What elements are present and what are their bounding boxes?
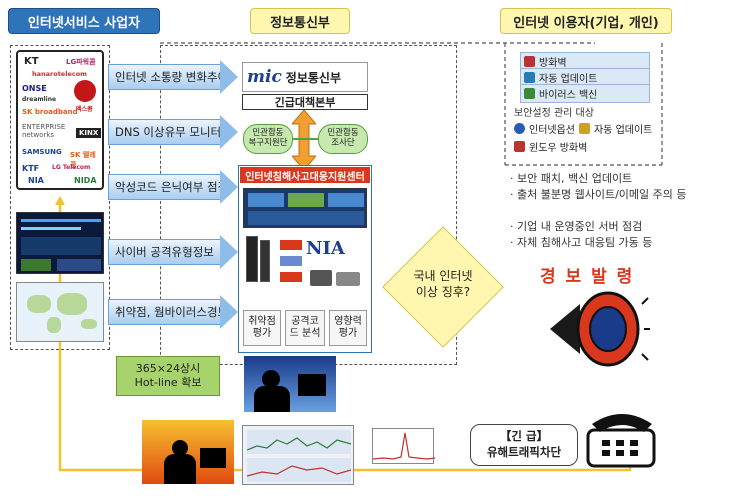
item-auto-update-label: 자동 업데이트 xyxy=(539,74,598,85)
server-icon-2 xyxy=(260,240,270,282)
vaccine-icon xyxy=(524,88,535,99)
arrow-cyber-attack-info: 사이버 공격유형정보 xyxy=(108,235,238,269)
arrow-vulnerability-alert-label: 취약점, 웜바이러스경보 xyxy=(108,299,228,325)
logo-sk-broadband: SK broadband xyxy=(22,108,78,116)
flow-box-1 xyxy=(280,240,302,250)
arrow-traffic-trend-label: 인터넷 소통량 변화추이 xyxy=(108,64,228,90)
firewall-icon xyxy=(524,56,535,67)
note-website-caution: · 출처 불분명 웹사이트/이메일 주의 등 xyxy=(510,188,687,201)
item-vaccine: 바이러스 백신 xyxy=(520,84,650,103)
emergency-traffic-block: 【긴 급】 유해트래픽차단 xyxy=(470,424,578,466)
note-patch: · 보안 패치, 백신 업데이트 xyxy=(510,172,633,185)
logo-lg-telecom: LG Telecom xyxy=(52,164,91,171)
xcom-logo-icon xyxy=(74,80,96,102)
logo-lg-powercom: LG파워콤 xyxy=(66,58,96,66)
logo-onse: ONSE xyxy=(22,84,47,93)
arrow-vulnerability-alert: 취약점, 웜바이러스경보 xyxy=(108,295,238,329)
impact-assessment-button[interactable]: 영향력 평가 xyxy=(329,310,367,346)
logo-hanarotelecom: hanarotelecom xyxy=(32,70,87,78)
monitoring-screen-image xyxy=(16,212,104,274)
fax-phone-icon xyxy=(586,414,656,468)
windows-firewall-label: 윈도우 방화벽 xyxy=(529,143,588,154)
logo-samsung: SAMSUNG xyxy=(22,148,62,156)
megaphone-icon xyxy=(550,291,650,367)
investigation-team: 민관합동 조사단 xyxy=(318,124,368,154)
operator-silhouette-image xyxy=(244,356,336,412)
server-icon xyxy=(246,236,258,282)
arrow-traffic-trend: 인터넷 소통량 변화추이 xyxy=(108,60,238,94)
mic-logo-text: mic xyxy=(247,67,282,87)
logo-nia: NIA xyxy=(28,176,44,185)
internet-options-icon xyxy=(514,123,525,134)
arrow-cyber-attack-info-label: 사이버 공격유형정보 xyxy=(108,239,220,265)
windows-update-label: 자동 업데이트 xyxy=(594,125,653,136)
vulnerability-assessment-button[interactable]: 취약점 평가 xyxy=(243,310,281,346)
sunset-operator-image xyxy=(142,420,234,484)
mic-logo: mic 정보통신부 xyxy=(242,62,368,92)
world-map-image xyxy=(16,282,104,342)
attack-code-analysis-button[interactable]: 공격코 드 분석 xyxy=(285,310,325,346)
logo-kinx: KINX xyxy=(76,128,102,138)
spike-graph-image xyxy=(372,428,436,464)
logo-sk-telecom: SK 텔레콤 xyxy=(70,151,96,169)
logo-enterprise-networks: ENTERPRISE networks xyxy=(22,123,66,139)
anomaly-decision-diamond: 국내 인터넷 이상 징후? xyxy=(382,226,504,348)
logo-nida: NIDA xyxy=(74,176,97,185)
anomaly-question: 국내 인터넷 이상 징후? xyxy=(413,269,473,300)
center-title: 인터넷침해사고대응지원센터 xyxy=(240,167,370,183)
isp-logo-card: KT LG파워콤 hanarotelecom ONSE dreamline 엑스… xyxy=(16,50,104,190)
logo-dreamline: dreamline xyxy=(22,96,57,103)
arrow-dns-monitoring-label: DNS 이상유무 모니터링 xyxy=(108,119,232,145)
pc-icon xyxy=(310,270,332,286)
windows-update-icon xyxy=(579,123,590,134)
hotline-box: 365×24상시 Hot-line 확보 xyxy=(116,356,220,396)
item-firewall-label: 방화벽 xyxy=(539,58,567,69)
security-setting-subtitle: 보안설정 관리 대상 xyxy=(514,108,594,119)
users-header: 인터넷 이용자(기업, 개인) xyxy=(500,8,672,34)
traffic-graph-image xyxy=(242,425,354,485)
center-screenshot xyxy=(243,188,367,228)
recovery-support-team: 민관합동 복구지원단 xyxy=(243,124,293,154)
ministry-header: 정보통신부 xyxy=(250,8,350,34)
arrow-malware-check-label: 악성코드 은닉여부 점검 xyxy=(108,174,228,200)
flow-box-3 xyxy=(280,272,302,282)
item-windows-firewall: 윈도우 방화벽 xyxy=(514,139,587,154)
logo-ktf: KTF xyxy=(22,164,40,173)
note-server-check: · 기업 내 운영중인 서버 점검 xyxy=(510,220,643,233)
update-icon xyxy=(524,72,535,83)
flow-box-2 xyxy=(280,256,302,266)
alarm-text: 경 보 발 령 xyxy=(540,267,635,287)
item-vaccine-label: 바이러스 백신 xyxy=(539,90,598,101)
internet-options-label: 인터넷옵션 xyxy=(529,125,575,136)
double-arrow-icon xyxy=(292,110,316,170)
mic-name: 정보통신부 xyxy=(285,70,341,85)
note-response-team: · 자체 침해사고 대응팀 가동 등 xyxy=(510,236,653,249)
windows-firewall-icon xyxy=(514,141,525,152)
provider-header: 인터넷서비스 사업자 xyxy=(8,8,160,34)
device-icon xyxy=(336,272,360,286)
logo-xcom: 엑스콤 xyxy=(76,106,93,113)
yellow-arrowhead xyxy=(55,196,65,205)
nia-logo: NIA xyxy=(306,238,345,259)
item-internet-options: 인터넷옵션 자동 업데이트 xyxy=(514,121,652,136)
logo-kt: KT xyxy=(24,56,39,67)
arrow-dns-monitoring: DNS 이상유무 모니터링 xyxy=(108,115,238,149)
arrow-malware-check: 악성코드 은닉여부 점검 xyxy=(108,170,238,204)
emergency-hq: 긴급대책본부 xyxy=(242,94,368,110)
